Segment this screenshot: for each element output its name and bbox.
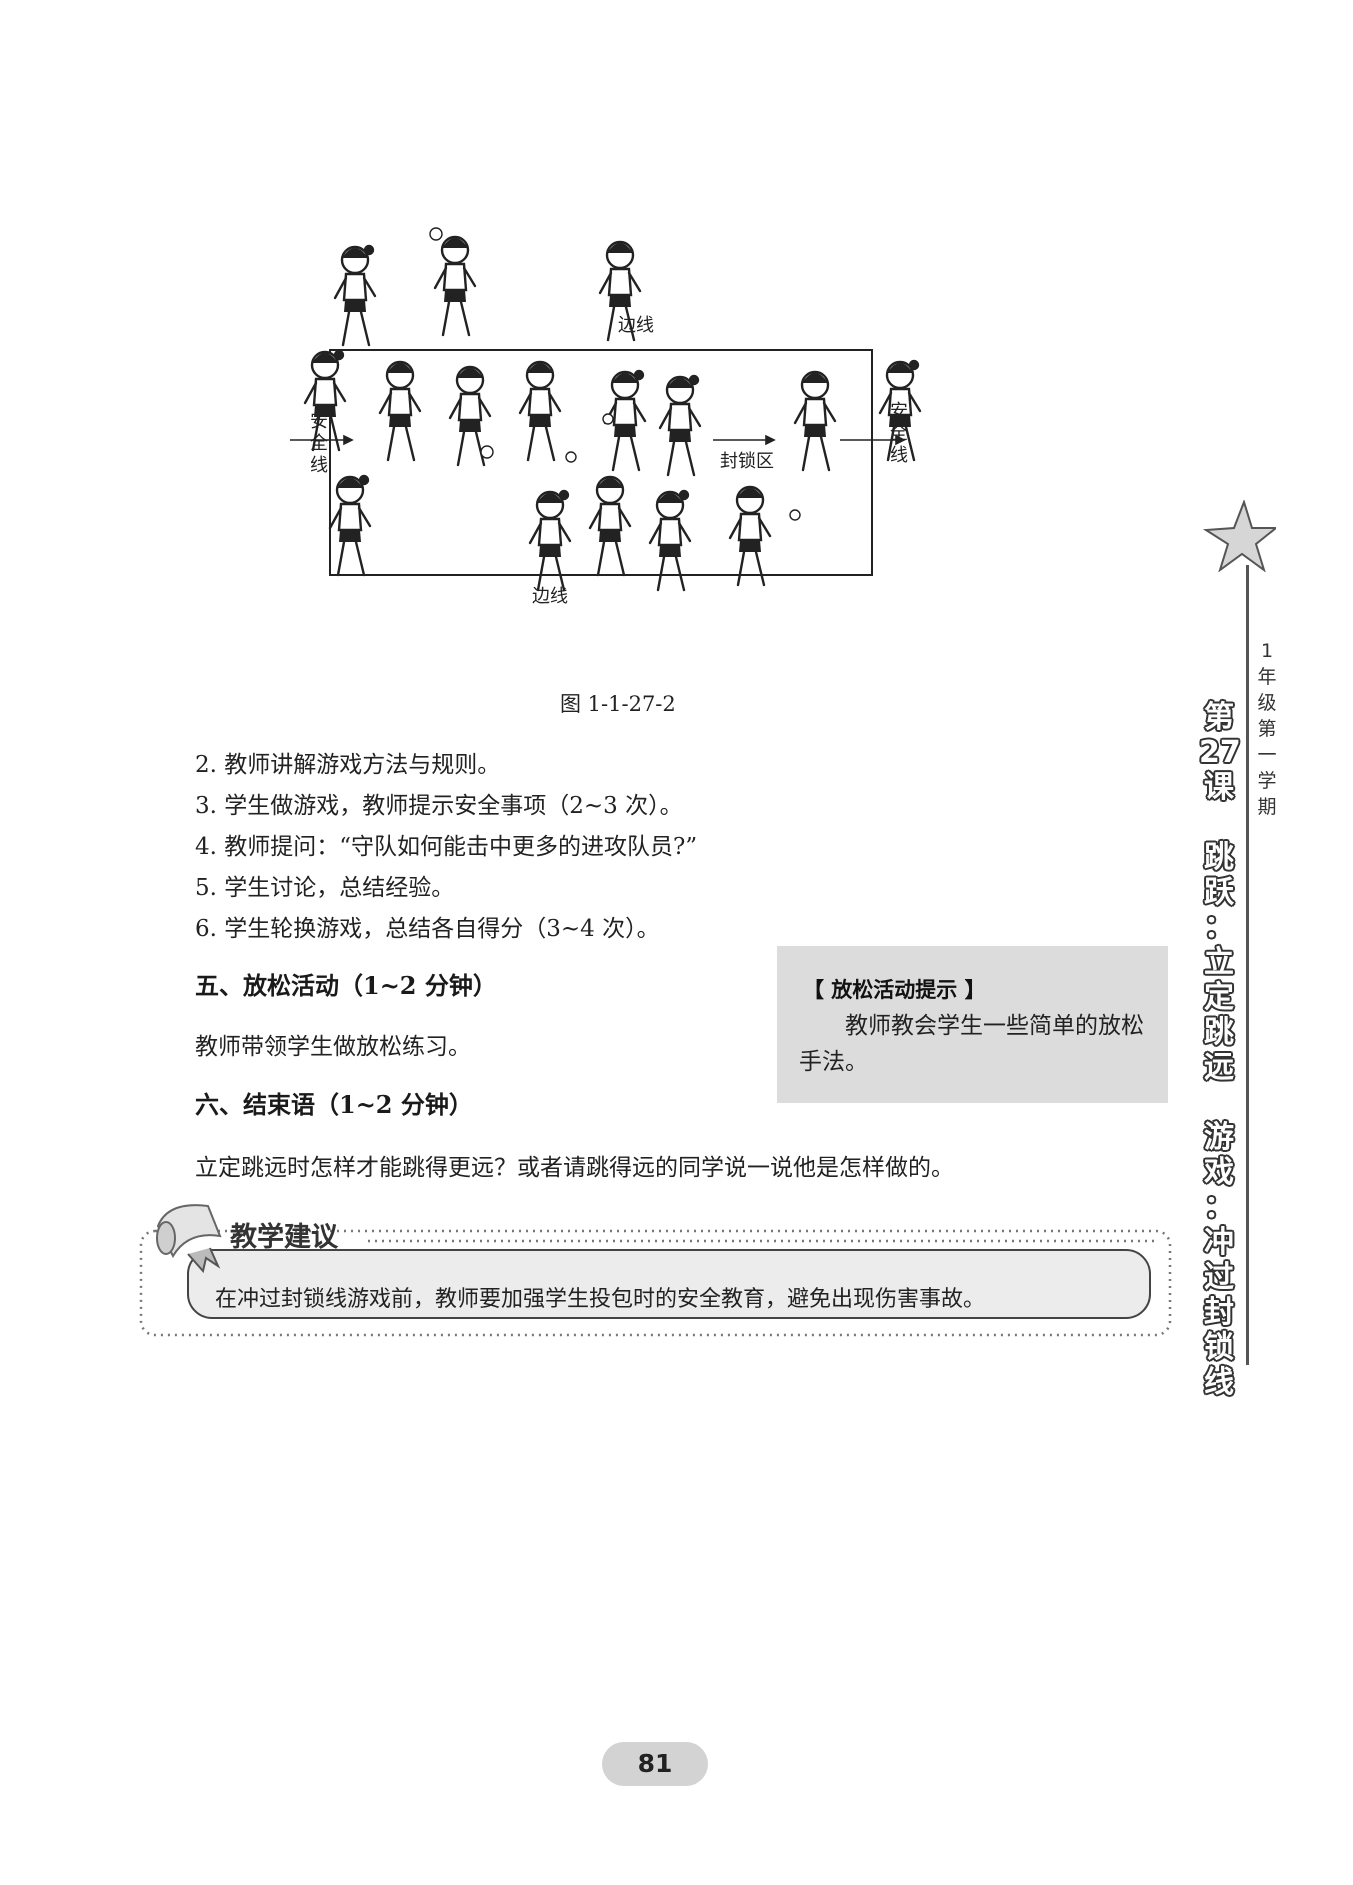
safety-line-left-label: 安全线 [310, 411, 328, 476]
child-figure [433, 235, 477, 337]
child-figure [378, 360, 422, 462]
list-item: 6. 学生轮换游戏，总结各自得分（3~4 次）。 [195, 916, 660, 942]
scroll-icon [156, 1204, 222, 1274]
child-figure [658, 374, 702, 477]
safety-line-right-label: 安全线 [890, 401, 908, 466]
vertical-char: 远 [1204, 1050, 1234, 1085]
child-figure [303, 349, 347, 452]
vertical-char: 过 [1204, 1260, 1234, 1295]
vertical-char: 第 [1204, 700, 1234, 735]
vertical-char: 立 [1204, 945, 1234, 980]
vertical-char: 定 [1204, 980, 1234, 1015]
list-item: 3. 学生做游戏，教师提示安全事项（2~3 次）。 [195, 793, 683, 819]
child-figure [588, 475, 632, 577]
run-arrows [290, 434, 906, 446]
suggestion-text: 在冲过封锁线游戏前，教师要加强学生投包时的安全教育，避免出现伤害事故。 [215, 1287, 986, 1312]
child-figure [793, 370, 837, 472]
vertical-char: 1 [1260, 640, 1274, 662]
grade-semester-label: 1 年级第一学期 [1252, 638, 1282, 820]
vertical-char [1199, 805, 1239, 840]
section6-text: 立定跳远时怎样才能跳得更远？或者请跳得远的同学说一说他是怎样做的。 [195, 1155, 954, 1181]
vertical-char: 线 [1204, 1365, 1234, 1400]
field-boundary [329, 349, 873, 576]
sideline-top-label: 边线 [618, 315, 654, 336]
list-item: 4. 教师提问：“守队如何能击中更多的进攻队员?” [195, 834, 698, 860]
suggestion-title: 教学建议 [230, 1222, 338, 1253]
child-figure [878, 359, 922, 462]
child-figure [518, 360, 562, 462]
children-figures [303, 235, 922, 592]
page-number: 81 [637, 1749, 673, 1778]
steps-list: 2. 教师讲解游戏方法与规则。 3. 学生做游戏，教师提示安全事项（2~3 次）… [195, 745, 975, 950]
child-figure [728, 485, 772, 587]
list-item: 2. 教师讲解游戏方法与规则。 [195, 752, 501, 778]
vertical-char: 课 [1204, 770, 1234, 805]
child-figure [603, 369, 647, 472]
game-field-diagram: 边线 边线 封锁区 安全线 安全线 [290, 227, 922, 607]
relax-tip-box: 【 放松活动提示 】 教师教会学生一些简单的放松手法。 [777, 946, 1168, 1103]
tip-body: 教师教会学生一些简单的放松手法。 [799, 1013, 1144, 1075]
figure-caption: 图 1-1-27-2 [560, 692, 676, 716]
vertical-char: 第 [1257, 718, 1277, 740]
vertical-char: 跳 [1204, 840, 1234, 875]
child-figure [528, 489, 572, 592]
vertical-char: 锁 [1204, 1330, 1234, 1365]
vertical-char: 27 [1199, 735, 1241, 770]
vertical-char: 年 [1257, 666, 1277, 688]
child-figure [328, 474, 372, 577]
balls [429, 227, 801, 521]
page-number-badge: 81 [602, 1742, 708, 1786]
vertical-char: 游 [1204, 1120, 1234, 1155]
block-zone-label: 封锁区 [720, 451, 774, 472]
vertical-char: 冲 [1204, 1225, 1234, 1260]
child-figure [333, 244, 377, 347]
tip-title: 【 放松活动提示 】 [803, 978, 986, 1002]
suggestion-frame [139, 1229, 1172, 1337]
vertical-char: 戏 [1204, 1155, 1234, 1190]
sideline-bottom-label: 边线 [532, 586, 568, 607]
star-icon [1202, 500, 1276, 572]
vertical-char: 学 [1257, 770, 1277, 792]
section6-heading: 六、结束语（1~2 分钟） [195, 1090, 473, 1119]
list-item: 5. 学生讨论，总结经验。 [195, 875, 455, 901]
vertical-char: 期 [1257, 796, 1277, 818]
section5-text: 教师带领学生做放松练习。 [195, 1034, 471, 1060]
vertical-char: 跳 [1204, 1015, 1234, 1050]
vertical-char: 封 [1204, 1295, 1234, 1330]
vertical-char [1199, 1085, 1239, 1120]
side-divider [1246, 565, 1249, 1365]
vertical-char: 跃 [1204, 875, 1234, 910]
child-figure [448, 365, 492, 467]
section5-heading: 五、放松活动（1~2 分钟） [195, 971, 497, 1000]
vertical-char: ： [1204, 910, 1234, 945]
child-figure [648, 489, 692, 592]
vertical-char: ： [1204, 1190, 1234, 1225]
vertical-char: 级 [1257, 692, 1277, 714]
vertical-char: 一 [1257, 744, 1277, 766]
child-figure [598, 240, 642, 342]
